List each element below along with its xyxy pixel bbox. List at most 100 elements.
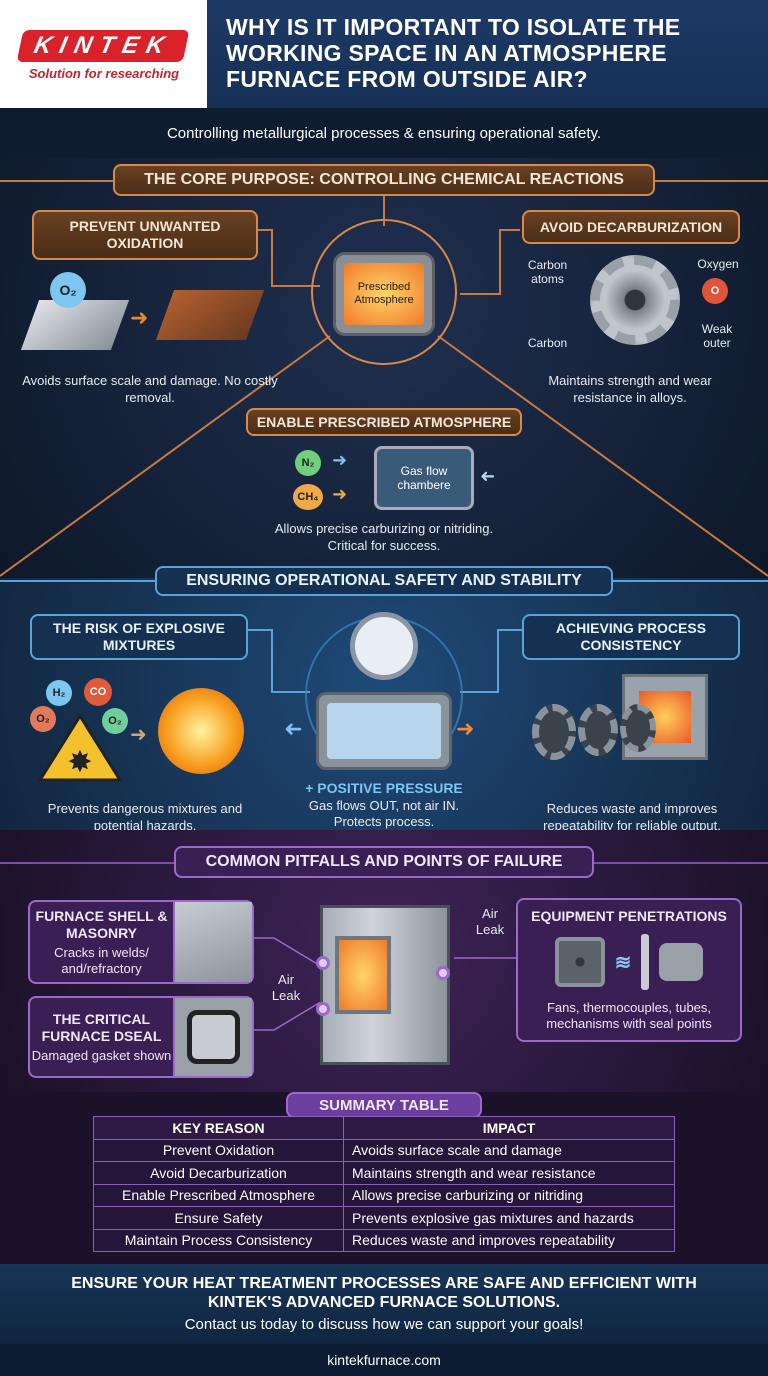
arrow-icon: ➜	[332, 484, 348, 504]
page-subtitle: Controlling metallurgical processes & en…	[0, 108, 768, 158]
seal-text: Damaged gasket shown	[31, 1047, 172, 1063]
seal-title: THE CRITICAL FURNACE DSEAL	[41, 1010, 162, 1044]
explosion-icon	[158, 688, 244, 774]
summary-title: SUMMARY TABLE	[286, 1092, 482, 1118]
column-header: KEY REASON	[93, 1116, 344, 1140]
decarb-text: Maintains strength and wear resistance i…	[548, 373, 712, 405]
arrow-icon: ➜	[130, 724, 147, 746]
pressurized-chamber-icon	[316, 692, 452, 770]
positive-pressure-text: Gas flows OUT, not air IN. Protects proc…	[308, 798, 460, 829]
oxidation-title: PREVENT UNWANTED OXIDATION	[32, 210, 258, 260]
co-chip: CO	[84, 678, 112, 706]
title-panel	[207, 0, 768, 108]
oxygen-chip: O₂	[30, 706, 56, 732]
pitfalls-heading: COMMON PITFALLS AND POINTS OF FAILURE	[174, 846, 594, 878]
airflow-icon: ≋	[614, 951, 632, 974]
atmosphere-title: ENABLE PRESCRIBED ATMOSPHERE	[246, 408, 522, 436]
svg-text:✸: ✸	[67, 746, 92, 779]
center-label: Prescribed Atmosphere	[344, 263, 424, 325]
key-reason: Prevent Oxidation	[93, 1138, 344, 1162]
label-carbon: Carbon	[527, 336, 568, 350]
leak-point-marker	[316, 956, 330, 970]
key-reason: Maintain Process Consistency	[93, 1228, 344, 1252]
label-carbon-atoms: Carbon atoms	[527, 258, 568, 286]
air-leak-label-right: Air Leak	[475, 906, 505, 937]
methane-chip: CH₄	[293, 484, 323, 510]
gas-flow-chamber: Gas flow chambere	[374, 446, 474, 510]
impact: Allows precise carburizing or nitriding	[343, 1183, 675, 1207]
decarb-title: AVOID DECARBURIZATION	[522, 210, 740, 244]
core-heading: THE CORE PURPOSE: CONTROLLING CHEMICAL R…	[113, 164, 655, 196]
website-link[interactable]: kintekfurnace.com	[0, 1344, 768, 1376]
logo-tagline: Solution for researching	[28, 66, 180, 81]
kintek-logo: KINTEK	[16, 30, 190, 62]
weld-crack-icon	[173, 902, 252, 982]
shell-title: FURNACE SHELL & MASONRY	[35, 907, 168, 941]
oxygen-chip: O	[702, 278, 728, 304]
positive-pressure-title: + POSITIVE PRESSURE	[305, 780, 463, 796]
mechanism-icon	[659, 943, 704, 981]
furnace-chamber-icon: Prescribed Atmosphere	[333, 252, 435, 336]
explosive-title: THE RISK OF EXPLOSIVE MIXTURES	[30, 614, 248, 660]
impact: Maintains strength and wear resistance	[343, 1161, 675, 1185]
gear-icon	[590, 255, 680, 345]
cta-text: Contact us today to discuss how we can s…	[184, 1316, 584, 1333]
thermocouple-icon	[641, 934, 650, 990]
logo-text: KINTEK	[31, 32, 175, 59]
gears-conveyor-icon	[532, 704, 692, 774]
rusted-block-icon	[155, 290, 265, 340]
metal-block-icon	[20, 300, 130, 350]
oxygen-chip: O₂	[102, 708, 128, 734]
label-oxygen: Oxygen	[697, 257, 739, 271]
explosive-text: Prevents dangerous mixtures and potentia…	[47, 801, 243, 833]
penetrations-text: Fans, thermocouples, tubes, mechanisms w…	[546, 1000, 712, 1031]
oxygen-chip: O₂	[50, 272, 86, 308]
key-reason: Ensure Safety	[93, 1206, 344, 1230]
nitrogen-chip: N₂	[295, 450, 321, 476]
key-reason: Avoid Decarburization	[93, 1161, 344, 1185]
leak-point-marker	[316, 1002, 330, 1016]
page-title: WHY IS IT IMPORTANT TO ISOLATE THE WORKI…	[226, 14, 681, 92]
penetrations-card: EQUIPMENT PENETRATIONS ≋ Fans, thermocou…	[516, 898, 742, 1042]
hydrogen-chip: H₂	[46, 680, 72, 706]
consistency-title: ACHIEVING PROCESS CONSISTENCY	[522, 614, 740, 660]
air-leak-label-left: Air Leak	[271, 972, 301, 1003]
safety-heading: ENSURING OPERATIONAL SAFETY AND STABILIT…	[155, 566, 613, 596]
impact: Avoids surface scale and damage	[343, 1138, 675, 1162]
fan-icon	[554, 937, 605, 987]
seal-card: THE CRITICAL FURNACE DSEAL Damaged gasket…	[28, 996, 254, 1078]
impact: Prevents explosive gas mixtures and haza…	[343, 1206, 675, 1230]
shell-text: Cracks in welds/ and/refractory	[54, 944, 149, 976]
penetrations-title: EQUIPMENT PENETRATIONS	[531, 908, 727, 924]
consistency-text: Reduces waste and improves repeatability…	[543, 801, 721, 833]
label-weak-outer: Weak outer	[701, 322, 733, 350]
gasket-icon	[173, 998, 252, 1076]
column-header: IMPACT	[343, 1116, 675, 1140]
connector-lines	[254, 937, 524, 1031]
oxidation-text: Avoids surface scale and damage. No cost…	[22, 373, 278, 405]
penetration-icons: ≋	[554, 934, 704, 990]
arrow-icon: ➜	[130, 305, 149, 330]
arrow-icon: ➜	[284, 716, 303, 741]
pressure-gauge-icon	[350, 612, 418, 680]
arrow-icon: ➜	[480, 466, 496, 486]
cta-banner	[0, 1264, 768, 1344]
key-reason: Enable Prescribed Atmosphere	[93, 1183, 344, 1207]
atmosphere-text: Allows precise carburizing or nitriding.…	[274, 521, 494, 553]
arrow-icon: ➜	[332, 450, 348, 470]
furnace-diagram-icon	[320, 905, 450, 1065]
impact: Reduces waste and improves repeatability	[343, 1228, 675, 1252]
connector-lines	[0, 196, 768, 577]
leak-point-marker	[436, 966, 450, 980]
cta-headline: ENSURE YOUR HEAT TREATMENT PROCESSES ARE…	[71, 1275, 697, 1311]
arrow-icon: ➜	[456, 716, 475, 741]
warning-icon: ✸	[37, 713, 123, 782]
